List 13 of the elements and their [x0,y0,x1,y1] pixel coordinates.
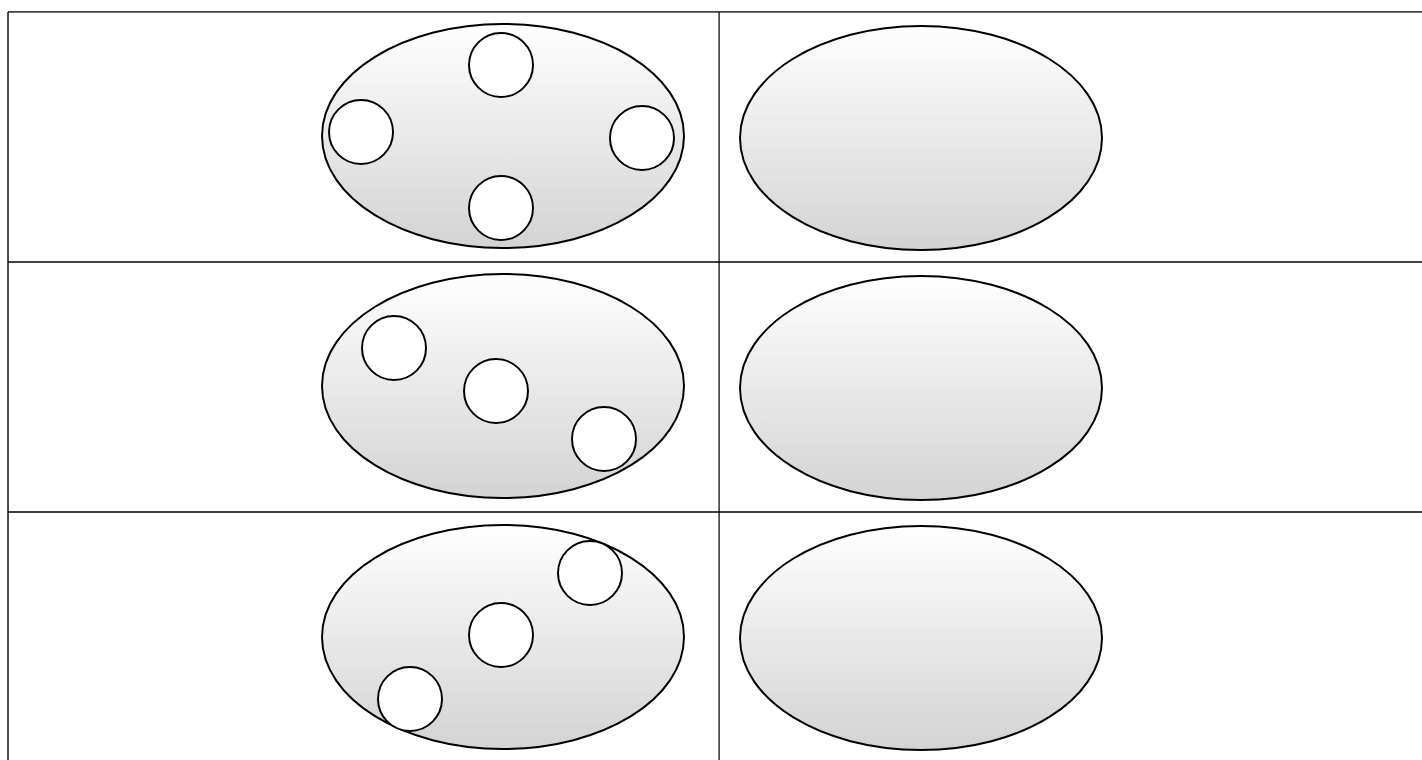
circle [463,358,529,424]
ellipse [739,25,1103,251]
circle [377,666,443,732]
circle [328,99,394,165]
circle [468,32,534,98]
circle [468,175,534,241]
circle [468,602,534,668]
circle [609,105,675,171]
circle [571,406,637,472]
ellipse [739,525,1103,751]
circle [557,540,623,606]
circle [361,315,427,381]
ellipse [739,275,1103,501]
